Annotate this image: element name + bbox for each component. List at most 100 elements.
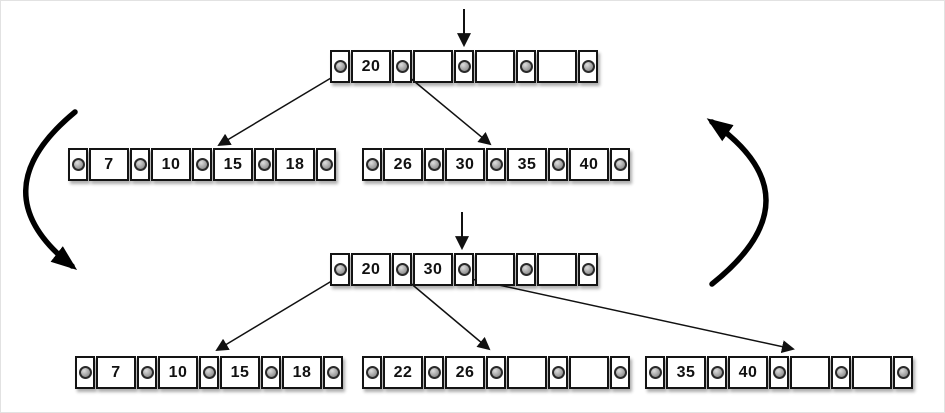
pointer-slot [362,356,382,389]
pointer-slot [548,356,568,389]
pointer-slot [316,148,336,181]
pointer-dot-icon [489,366,503,379]
pointer-dot-icon [395,263,409,276]
pointer-slot [486,356,506,389]
pointer-slot [192,148,212,181]
key-slot [790,356,830,389]
pointer-slot [261,356,281,389]
pointer-slot [330,50,350,83]
key-slot: 7 [89,148,129,181]
pointer-slot [610,356,630,389]
key-slot: 22 [383,356,423,389]
pointer-dot-icon [834,366,848,379]
pointer-slot [424,356,444,389]
key-slot [537,253,577,286]
pointer-slot [831,356,851,389]
key-slot: 15 [220,356,260,389]
key-slot: 40 [569,148,609,181]
pointer-slot [392,253,412,286]
pointer-dot-icon [648,366,662,379]
key-slot: 40 [728,356,768,389]
pointer-slot [454,50,474,83]
key-slot [537,50,577,83]
pointer-slot [548,148,568,181]
pointer-dot-icon [195,158,209,171]
pointer-dot-icon [365,158,379,171]
root-to-middle-child-arrow-after [401,275,491,351]
pointer-dot-icon [257,158,271,171]
pointer-slot [516,253,536,286]
transform-arrow-right [706,118,769,287]
pointer-dot-icon [519,60,533,73]
root-to-left-child-arrow-after [215,275,341,352]
key-slot: 35 [507,148,547,181]
key-slot: 7 [96,356,136,389]
pointer-slot [254,148,274,181]
pointer-slot [578,253,598,286]
pointer-slot [130,148,150,181]
key-slot: 18 [282,356,322,389]
key-slot [569,356,609,389]
btree-node-left-child-after: 7 10 15 18 [75,356,343,389]
pointer-slot [362,148,382,181]
pointer-slot [893,356,913,389]
root-to-left-child-arrow-before [217,71,342,147]
pointer-dot-icon [427,366,441,379]
pointer-dot-icon [551,158,565,171]
key-slot: 10 [158,356,198,389]
key-slot: 20 [351,50,391,83]
pointer-dot-icon [264,366,278,379]
root-to-right-child-arrow-before [402,71,492,146]
pointer-slot [645,356,665,389]
key-slot [852,356,892,389]
btree-node-right-child-before: 26 30 35 40 [362,148,630,181]
pointer-dot-icon [772,366,786,379]
key-slot: 20 [351,253,391,286]
root-to-right-child-arrow-after [461,276,795,354]
pointer-dot-icon [581,263,595,276]
pointer-dot-icon [427,158,441,171]
pointer-dot-icon [896,366,910,379]
btree-node-right-child-after: 35 40 [645,356,913,389]
pointer-slot [75,356,95,389]
pointer-dot-icon [519,263,533,276]
pointer-slot [578,50,598,83]
key-slot: 35 [666,356,706,389]
pointer-dot-icon [581,60,595,73]
pointer-dot-icon [457,60,471,73]
pointer-slot [486,148,506,181]
key-slot: 26 [383,148,423,181]
pointer-dot-icon [133,158,147,171]
pointer-slot [199,356,219,389]
pointer-dot-icon [319,158,333,171]
pointer-dot-icon [551,366,565,379]
pointer-dot-icon [613,366,627,379]
pointer-dot-icon [202,366,216,379]
pointer-dot-icon [710,366,724,379]
key-slot [475,253,515,286]
key-slot: 26 [445,356,485,389]
pointer-slot [137,356,157,389]
pointer-slot [323,356,343,389]
pointer-slot [516,50,536,83]
key-slot [475,50,515,83]
pointer-dot-icon [489,158,503,171]
key-slot: 30 [445,148,485,181]
pointer-slot [707,356,727,389]
pointer-slot [454,253,474,286]
key-slot [507,356,547,389]
pointer-dot-icon [457,263,471,276]
pointer-slot [769,356,789,389]
pointer-slot [330,253,350,286]
btree-node-middle-child-after: 22 26 [362,356,630,389]
pointer-dot-icon [333,60,347,73]
pointer-slot [424,148,444,181]
pointer-slot [392,50,412,83]
pointer-dot-icon [395,60,409,73]
pointer-dot-icon [71,158,85,171]
key-slot: 30 [413,253,453,286]
btree-node-root-before: 20 [330,50,598,83]
